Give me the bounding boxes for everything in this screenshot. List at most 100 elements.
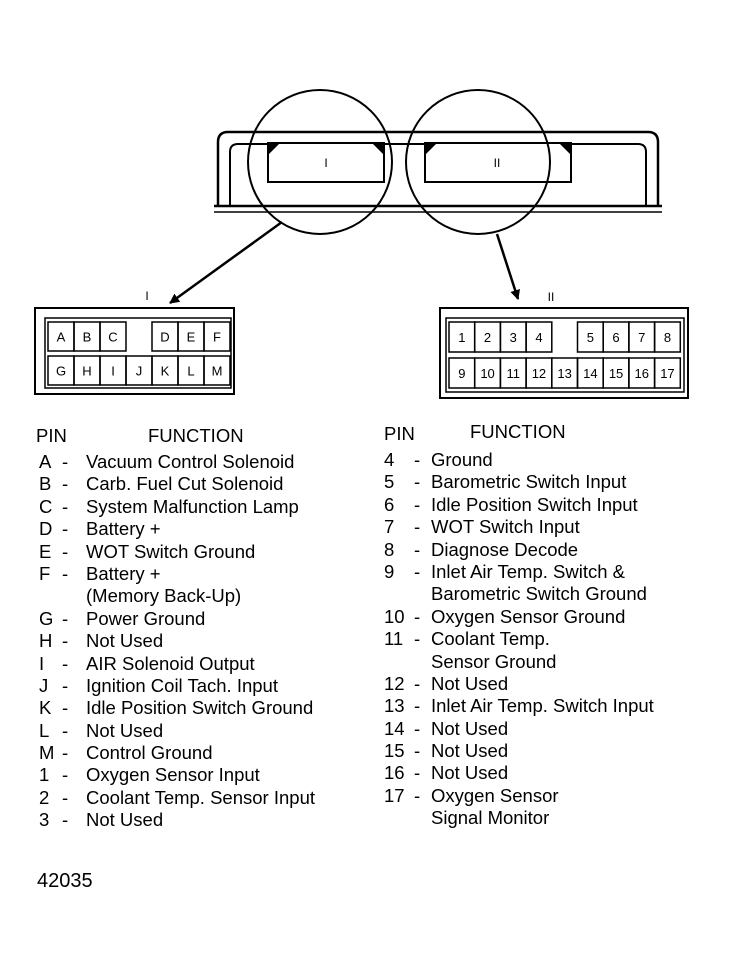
magnifier-circle-ii [405,89,551,235]
pin-dash: - [414,449,421,470]
connector-pin-cell [653,321,682,353]
pin-id: 1 [39,764,50,786]
pin-dash: - [414,605,421,627]
pin-dash: - [414,672,421,694]
pin-column-header: PIN [384,423,415,444]
pin-function: Not Used [431,762,509,784]
pin-function: Power Ground [86,607,206,629]
pin-id: B [39,473,52,495]
connector-pin-label: F [213,330,221,345]
pin-function: Not Used [86,719,164,741]
pin-id: L [39,719,50,741]
pin-dash: - [414,762,421,784]
connector-pin-label: 13 [557,366,571,381]
pin-id: I [39,652,45,674]
pin-dash: - [414,784,421,806]
connector-pin-label: 9 [458,366,465,381]
pin-id: 8 [384,538,395,560]
pin-function: Inlet Air Temp. Switch Input [431,695,654,717]
pin-id: A [39,451,52,472]
pin-function: Not Used [431,672,509,694]
arrow-to-connector-i [169,220,283,305]
pin-id: 10 [384,605,405,627]
connector-pin-cell [653,357,682,389]
pin-function: AIR Solenoid Output [86,652,255,674]
pin-function: Not Used [431,717,509,739]
pin-function: Coolant Temp. Sensor Input [86,786,315,808]
pin-id: 15 [384,740,405,762]
pin-dash: - [62,495,69,517]
pin-dash: - [62,562,69,584]
pin-id: 5 [384,471,395,493]
function-column-header: FUNCTION [470,421,566,442]
pin-function: Not Used [86,809,164,831]
connector-pin-cell [525,321,553,353]
pin-id: D [39,518,53,540]
pin-function: Idle Position Switch Input [431,493,638,515]
pin-function: Barometric Switch Ground [431,583,647,605]
pin-function: Idle Position Switch Ground [86,697,314,719]
pin-id: G [39,607,54,629]
pin-function: Battery + [86,562,161,584]
connector-pin-label: A [57,330,66,345]
connector-pin-label: 5 [587,330,594,345]
pin-dash: - [414,493,421,515]
connector-pin-label: 4 [535,330,542,345]
pin-function: Ground [431,449,493,470]
magnifier-circle-i [247,89,393,235]
pin-id: 9 [384,560,395,582]
pin-id: C [39,495,53,517]
pin-dash: - [414,538,421,560]
pin-id: 3 [39,809,50,831]
pin-function: Control Ground [86,742,213,764]
connector-pin-label: 14 [583,366,597,381]
connector-empty-cell [126,322,152,351]
connector-empty-cell [552,322,578,352]
pin-dash: - [414,717,421,739]
pin-function: Not Used [431,740,509,762]
ecu-socket-ii-label: II [494,156,501,170]
pin-id: 12 [384,672,405,694]
connector-pin-label: J [136,364,143,379]
connector-pin-label: K [161,364,170,379]
connector-pin-cell [99,321,127,352]
pin-function: Oxygen Sensor [431,784,559,806]
pin-function: Oxygen Sensor Ground [431,605,626,627]
connector-pin-label: 1 [458,330,465,345]
pin-dash: - [62,607,69,629]
figure-id: 42035 [37,870,93,892]
pin-dash: - [62,473,69,495]
pin-column-header: PIN [36,425,67,446]
pin-id: 7 [384,516,395,538]
ecu-housing [214,130,662,213]
pin-id: F [39,562,51,584]
connector-pin-label: 7 [638,330,645,345]
pin-id: 2 [39,786,50,808]
pin-dash: - [62,652,69,674]
pin-function: Coolant Temp. [431,628,550,650]
connector-pin-label: 15 [609,366,623,381]
pin-function: Inlet Air Temp. Switch & [431,560,625,582]
connector-pin-label: I [111,364,115,379]
connector-ii-label: II [548,290,555,304]
pin-function: WOT Switch Ground [86,540,256,562]
pin-function: Sensor Ground [431,650,557,672]
ecu-socket-ii: II [424,142,572,183]
pin-dash: - [62,719,69,741]
pin-function: Signal Monitor [431,807,550,829]
pin-id: 4 [384,449,395,470]
pin-dash: - [62,451,69,472]
pin-dash: - [414,695,421,717]
connector-pin-label: L [187,364,194,379]
pin-function: Barometric Switch Input [431,471,627,493]
pin-dash: - [62,764,69,786]
connector-pin-label: 10 [480,366,494,381]
connector-pin-label: C [108,330,117,345]
connector-pin-label: M [212,364,223,379]
pin-function: Not Used [86,630,164,652]
ecu-socket-i: I [267,142,385,183]
pin-id: 16 [384,762,405,784]
